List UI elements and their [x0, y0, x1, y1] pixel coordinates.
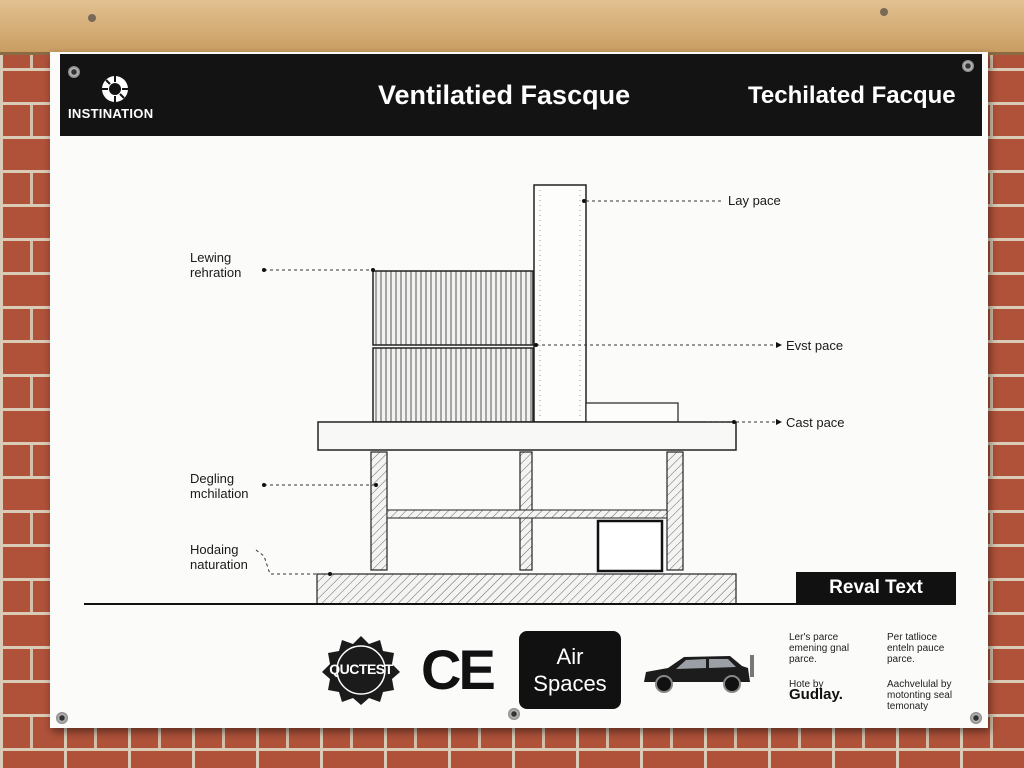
poster-header [60, 54, 982, 136]
seal-text: QUCTEST [329, 661, 393, 677]
air-spaces-line: Air [556, 644, 584, 669]
note-line: emening gnal [789, 643, 850, 654]
label-line: rehration [190, 265, 242, 280]
tall-column [533, 184, 587, 423]
screw-icon [88, 14, 96, 22]
screw-icon [880, 8, 888, 16]
label-lay-pace: Lay pace [728, 193, 781, 208]
label-evst-pace: Evst pace [786, 338, 844, 353]
note-line: parce. [789, 654, 817, 665]
note-line: Aachvelulal by [887, 679, 952, 690]
grommet-icon [962, 60, 974, 72]
support-column [666, 451, 684, 571]
note-line: Ler's parce [789, 632, 839, 643]
page-title: Ventilatied Fascque [378, 80, 631, 110]
side-title: Techilated Facque [748, 82, 956, 109]
label-line: Lewing [190, 250, 232, 265]
note-line: Per tatlioce [887, 632, 938, 643]
door [596, 519, 664, 573]
sunburst-logo-icon [102, 76, 128, 102]
grommet-icon [970, 712, 982, 724]
cladding-lower [372, 347, 534, 423]
note-right: Per tatlioce enteln pauce parce. Aachvel… [887, 632, 952, 712]
label-degling: Degling mchilation [190, 471, 249, 501]
step-block [585, 402, 679, 423]
note-line: motonting seal [887, 690, 953, 701]
grommet-icon [508, 708, 520, 720]
note-line: temonaty [887, 701, 929, 712]
label-cast-pace: Cast pace [786, 415, 845, 430]
quality-seal-icon [322, 636, 400, 705]
label-hodaing: Hodaing naturation [190, 542, 248, 572]
reval-text-box: Reval Text [796, 572, 956, 604]
label-line: Degling [190, 471, 235, 486]
cladding-upper [372, 270, 534, 346]
label-line: mchilation [190, 486, 249, 501]
foundation [316, 573, 737, 605]
label-line: naturation [190, 557, 248, 572]
logo-text: INSTINATION [68, 106, 154, 121]
air-spaces-badge: Air Spaces [519, 631, 621, 709]
car-icon [644, 655, 754, 693]
grommet-icon [68, 66, 80, 78]
note-line: parce. [887, 654, 915, 665]
ce-mark: CE [421, 638, 496, 701]
support-column [370, 451, 388, 571]
label-line: Hodaing [190, 542, 239, 557]
label-lewing: Lewing rehration [190, 250, 241, 280]
note-line: enteln pauce [887, 643, 945, 654]
tie-beam [386, 509, 668, 519]
note-left: Ler's parce emening gnal parce. Hote by [789, 632, 849, 690]
note-line: Hote by [789, 679, 824, 690]
brand-name: Gudlay. [789, 686, 843, 703]
grommet-icon [56, 712, 68, 724]
floor-slab [317, 421, 737, 451]
air-spaces-line: Spaces [533, 671, 607, 696]
